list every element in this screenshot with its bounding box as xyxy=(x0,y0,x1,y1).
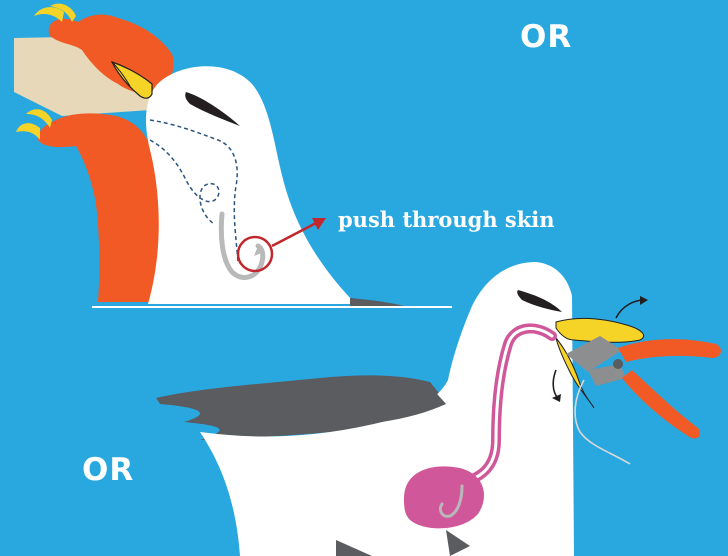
or-label-top: OR xyxy=(520,19,572,55)
pliers-icon xyxy=(566,336,721,438)
or-label-bottom: OR xyxy=(82,452,134,488)
push-through-skin-label: push through skin xyxy=(338,207,555,232)
arrow-up-icon xyxy=(616,300,644,318)
lower-hand xyxy=(16,109,166,302)
bird-head-top xyxy=(146,66,358,304)
top-panel xyxy=(14,4,452,307)
stomach xyxy=(404,466,484,528)
